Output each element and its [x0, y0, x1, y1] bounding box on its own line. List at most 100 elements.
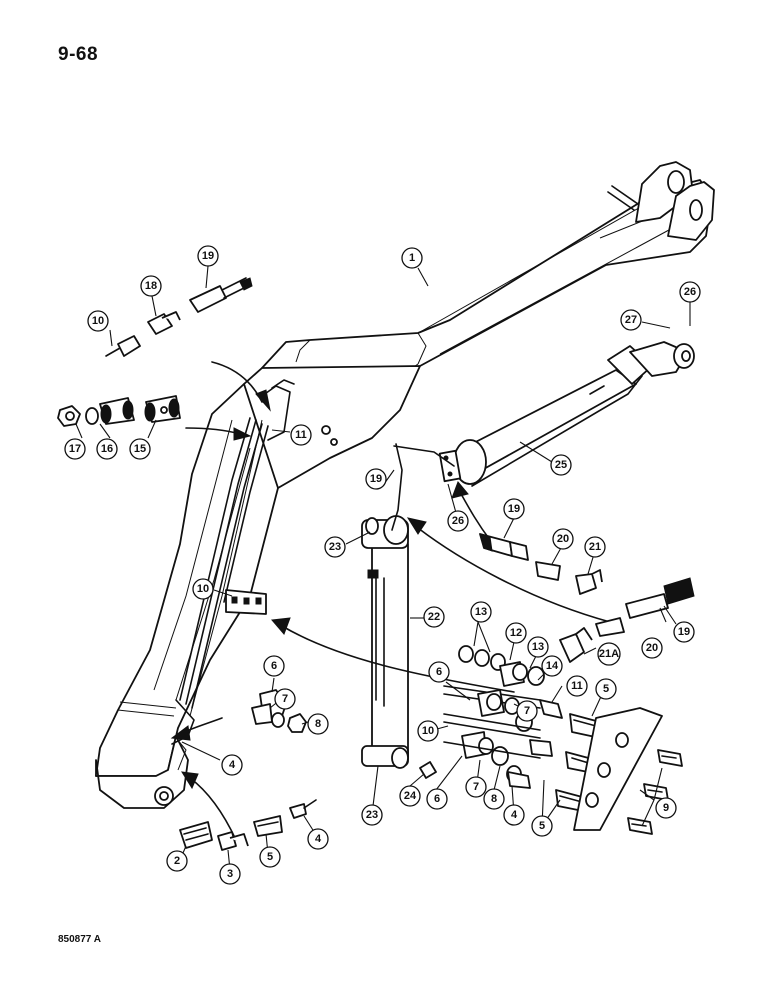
callout-17: 17 [64, 438, 86, 460]
callout-10: 10 [192, 578, 214, 600]
boom [95, 161, 715, 809]
svg-text:19: 19 [508, 503, 520, 515]
callout-8: 8 [307, 713, 329, 735]
svg-text:6: 6 [436, 666, 442, 678]
callout-3: 3 [219, 863, 241, 885]
svg-text:4: 4 [511, 809, 518, 821]
callout-7: 7 [465, 776, 487, 798]
svg-text:20: 20 [646, 642, 658, 654]
leader-lines [75, 265, 691, 871]
callout-5: 5 [531, 815, 553, 837]
svg-text:17: 17 [69, 443, 81, 455]
svg-text:15: 15 [134, 443, 146, 455]
svg-text:12: 12 [510, 627, 522, 639]
callout-6: 6 [426, 788, 448, 810]
callout-8: 8 [483, 788, 505, 810]
callout-25: 25 [550, 454, 572, 476]
svg-text:2: 2 [174, 855, 180, 867]
svg-text:5: 5 [267, 851, 273, 863]
svg-text:4: 4 [315, 833, 322, 845]
svg-text:3: 3 [227, 868, 233, 880]
callout-7: 7 [274, 688, 296, 710]
tube-19-upper [391, 443, 403, 531]
svg-text:26: 26 [684, 286, 696, 298]
svg-text:19: 19 [370, 473, 382, 485]
svg-text:18: 18 [145, 280, 157, 292]
svg-text:7: 7 [282, 693, 288, 705]
svg-text:7: 7 [524, 705, 530, 717]
callout-10: 10 [417, 720, 439, 742]
svg-text:23: 23 [366, 809, 378, 821]
callout-27: 27 [620, 309, 642, 331]
svg-text:4: 4 [229, 759, 236, 771]
callout-9: 9 [655, 797, 677, 819]
callout-19: 19 [503, 498, 525, 520]
callout-26: 26 [447, 510, 469, 532]
svg-text:11: 11 [295, 429, 307, 441]
callout-13: 13 [527, 636, 549, 658]
callout-4: 4 [221, 754, 243, 776]
svg-text:10: 10 [422, 725, 434, 737]
svg-text:27: 27 [625, 314, 637, 326]
callout-26: 26 [679, 281, 701, 303]
callout-7: 7 [516, 700, 538, 722]
svg-text:19: 19 [202, 250, 214, 262]
callout-5: 5 [259, 846, 281, 868]
callout-23: 23 [361, 804, 383, 826]
svg-text:8: 8 [491, 793, 497, 805]
svg-text:5: 5 [603, 683, 609, 695]
svg-text:5: 5 [539, 820, 545, 832]
svg-text:11: 11 [571, 680, 583, 692]
svg-text:10: 10 [197, 583, 209, 595]
callout-19: 19 [365, 468, 387, 490]
callout-16: 16 [96, 438, 118, 460]
svg-text:10: 10 [92, 315, 104, 327]
svg-text:21: 21 [589, 541, 601, 553]
svg-text:13: 13 [475, 606, 487, 618]
callout-23: 23 [324, 536, 346, 558]
callout-19: 19 [673, 621, 695, 643]
svg-text:7: 7 [473, 781, 479, 793]
svg-text:13: 13 [532, 641, 544, 653]
callout-2: 2 [166, 850, 188, 872]
callout-14: 14 [541, 655, 563, 677]
callout-1: 1 [401, 247, 423, 269]
callout-11: 11 [290, 424, 312, 446]
callout-6: 6 [263, 655, 285, 677]
page-number: 9-68 [58, 44, 99, 65]
callout-15: 15 [129, 438, 151, 460]
callout-18: 18 [140, 275, 162, 297]
callout-4: 4 [503, 804, 525, 826]
callout-24: 24 [399, 785, 421, 807]
svg-text:6: 6 [271, 660, 277, 672]
svg-text:20: 20 [557, 533, 569, 545]
callout-11: 11 [566, 675, 588, 697]
callout-13: 13 [470, 601, 492, 623]
callout-20: 20 [641, 637, 663, 659]
svg-text:24: 24 [404, 790, 417, 802]
svg-text:19: 19 [678, 626, 690, 638]
callout-6: 6 [428, 661, 450, 683]
svg-text:6: 6 [434, 793, 440, 805]
callout-10: 10 [87, 310, 109, 332]
svg-text:22: 22 [428, 611, 440, 623]
svg-text:25: 25 [555, 459, 567, 471]
callout-21: 21 [584, 536, 606, 558]
svg-text:16: 16 [101, 443, 113, 455]
cylinder-22 [361, 515, 409, 769]
svg-text:9: 9 [663, 802, 669, 814]
callout-4: 4 [307, 828, 329, 850]
callout-19: 19 [197, 245, 219, 267]
svg-text:1: 1 [409, 252, 415, 264]
callout-12: 12 [505, 622, 527, 644]
cylinder-25 [438, 341, 695, 487]
callout-20: 20 [552, 528, 574, 550]
tube-to-cylinder-25 [393, 445, 455, 467]
svg-text:23: 23 [329, 541, 341, 553]
callout-5: 5 [595, 678, 617, 700]
svg-text:8: 8 [315, 718, 321, 730]
svg-text:14: 14 [546, 660, 559, 672]
pointer-arrows [170, 361, 611, 841]
svg-text:21A: 21A [599, 648, 619, 660]
